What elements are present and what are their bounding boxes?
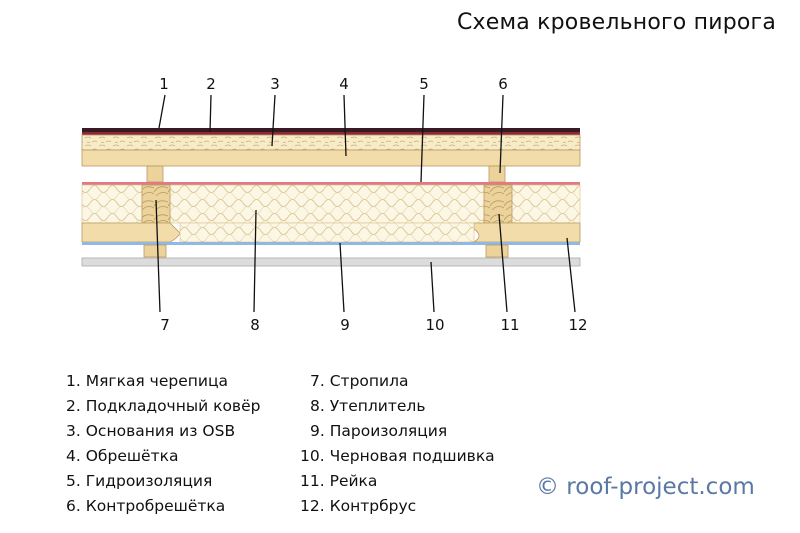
soft-tile-layer (82, 128, 580, 132)
batten-layer (81, 149, 581, 167)
legend-item: 8. Утеплитель (310, 397, 426, 415)
legend-item: 12. Контрбрус (300, 497, 417, 515)
legend-item: 10. Черновая подшивка (300, 447, 495, 465)
callout-8: 8 (250, 316, 260, 334)
legend-item: 1. Мягкая черепица (66, 372, 229, 390)
callout-2: 2 (206, 75, 216, 93)
callout-3: 3 (270, 75, 280, 93)
legend-item: 4. Обрешётка (66, 447, 179, 465)
legend-item: 7. Стропила (310, 372, 409, 390)
underlay-layer (82, 132, 580, 135)
lath-left (143, 244, 167, 258)
leader-lines (155, 94, 576, 313)
legend-item: 9. Пароизоляция (310, 422, 448, 440)
callout-1: 1 (159, 75, 169, 93)
callout-10: 10 (425, 316, 444, 334)
legend-column-right: 7. Стропила 8. Утеплитель 9. Пароизоляци… (300, 369, 495, 519)
roof-section-diagram: 1 2 3 4 5 6 7 8 9 10 11 12 (81, 75, 588, 334)
watermark-link[interactable]: © roof-project.com (536, 474, 755, 500)
callout-7: 7 (160, 316, 170, 334)
vapor-barrier-layer (82, 242, 580, 245)
callout-11: 11 (500, 316, 519, 334)
legend-item: 2. Подкладочный ковёр (66, 397, 261, 415)
osb-layer (81, 134, 581, 151)
counter-batten-right (488, 165, 506, 183)
legend-item: 11. Рейка (300, 472, 378, 490)
diagram-title: Схема кровельного пирога (456, 10, 776, 35)
rafter-right (483, 184, 513, 224)
lath-right (485, 244, 509, 258)
insulation-lower-band (179, 222, 475, 243)
callout-12: 12 (568, 316, 587, 334)
callout-9: 9 (340, 316, 350, 334)
callout-6: 6 (498, 75, 508, 93)
legend-item: 6. Контробрешётка (66, 497, 226, 515)
subfloor-layer (81, 257, 581, 267)
waterproofing-layer (82, 182, 580, 185)
legend-item: 5. Гидроизоляция (66, 472, 213, 490)
counter-batten-left (146, 165, 164, 183)
legend-column-left: 1. Мягкая черепица 2. Подкладочный ковёр… (66, 369, 260, 519)
callout-5: 5 (419, 75, 429, 93)
legend-item: 3. Основания из OSB (66, 422, 236, 440)
callout-4: 4 (339, 75, 349, 93)
